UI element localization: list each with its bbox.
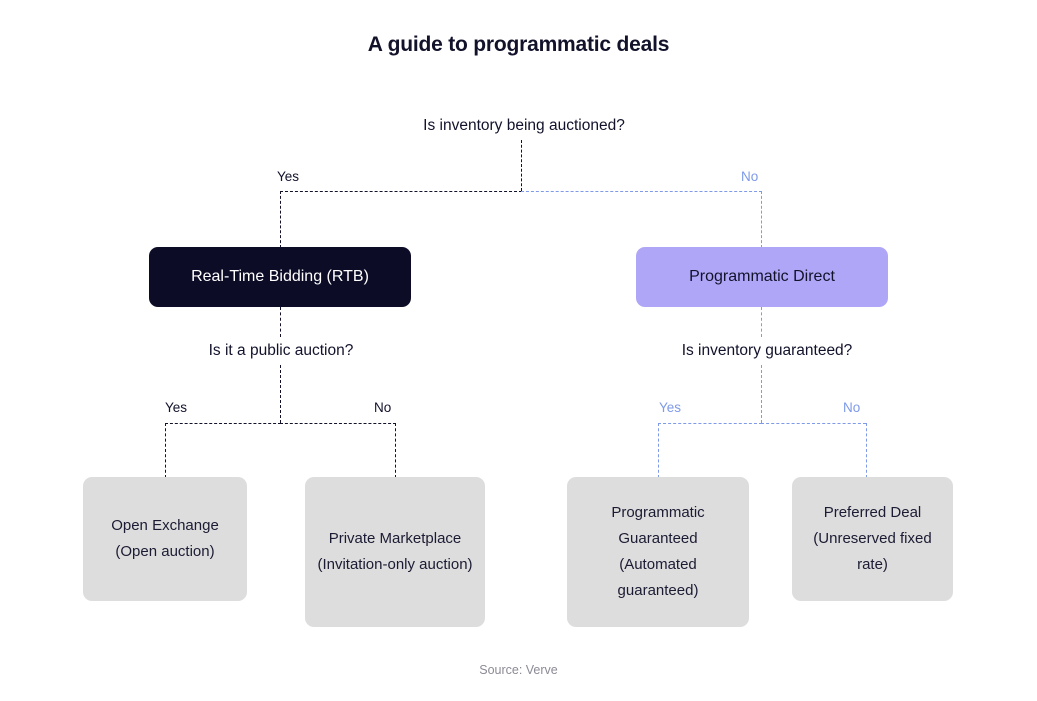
edge-label-root-no: No: [741, 169, 759, 184]
connector-root-horizontal-yes: [280, 191, 522, 192]
connector-right-drop-yes: [658, 423, 659, 478]
connector-root-stem: [521, 140, 522, 191]
node-private-marketplace-subtitle: (Invitation-only auction): [317, 556, 473, 573]
node-programmatic-guaranteed-text: Programmatic Guaranteed (Automated guara…: [577, 500, 739, 603]
node-programmatic-guaranteed[interactable]: Programmatic Guaranteed (Automated guara…: [567, 477, 749, 627]
node-real-time-bidding-label: Real-Time Bidding (RTB): [191, 268, 369, 285]
connector-left-stem: [280, 365, 281, 423]
edge-label-right-no: No: [843, 400, 861, 415]
node-private-marketplace[interactable]: Private Marketplace (Invitation-only auc…: [305, 477, 485, 627]
connector-left-drop-no: [395, 423, 396, 478]
node-preferred-deal[interactable]: Preferred Deal (Unreserved fixed rate): [792, 477, 953, 601]
question-root: Is inventory being auctioned?: [423, 117, 625, 134]
node-programmatic-direct[interactable]: Programmatic Direct: [636, 247, 888, 307]
node-preferred-deal-subtitle: (Unreserved fixed rate): [813, 530, 932, 573]
node-private-marketplace-title: Private Marketplace: [328, 530, 462, 548]
connector-programmatic-direct-outgoing: [761, 307, 762, 337]
question-right-branch: Is inventory guaranteed?: [681, 342, 853, 359]
node-preferred-deal-text: Preferred Deal (Unreserved fixed rate): [802, 500, 943, 577]
connector-right-horizontal-no: [761, 423, 866, 424]
connector-rtb-outgoing: [280, 307, 281, 337]
node-programmatic-guaranteed-title: Programmatic Guaranteed: [611, 504, 705, 548]
connector-left-horizontal-no: [280, 423, 396, 424]
edge-label-left-yes: Yes: [165, 400, 188, 415]
connector-right-drop-no: [866, 423, 867, 478]
connector-right-stem: [761, 365, 762, 423]
node-programmatic-guaranteed-subtitle: (Automated guaranteed): [617, 556, 699, 599]
connector-left-drop-yes: [165, 423, 166, 478]
question-left-branch: Is it a public auction?: [208, 342, 354, 359]
connector-root-drop-no: [761, 191, 762, 248]
source-note: Source: Verve: [479, 663, 558, 677]
edge-label-left-no: No: [374, 400, 392, 415]
page-title: A guide to programmatic deals: [367, 33, 670, 56]
node-open-exchange-title: Open Exchange: [111, 517, 219, 535]
node-open-exchange[interactable]: Open Exchange (Open auction): [83, 477, 247, 601]
connector-root-drop-yes: [280, 191, 281, 248]
node-real-time-bidding[interactable]: Real-Time Bidding (RTB): [149, 247, 411, 307]
node-programmatic-direct-label: Programmatic Direct: [689, 268, 835, 285]
edge-label-root-yes: Yes: [277, 169, 300, 184]
connector-left-horizontal-yes: [165, 423, 281, 424]
node-open-exchange-text: Open Exchange (Open auction): [111, 513, 219, 565]
node-open-exchange-subtitle: (Open auction): [115, 543, 215, 560]
edge-label-right-yes: Yes: [659, 400, 682, 415]
connector-root-horizontal-no: [521, 191, 762, 192]
node-private-marketplace-text: Private Marketplace (Invitation-only auc…: [317, 526, 472, 578]
connector-right-horizontal-yes: [658, 423, 762, 424]
node-preferred-deal-title: Preferred Deal: [823, 504, 922, 522]
